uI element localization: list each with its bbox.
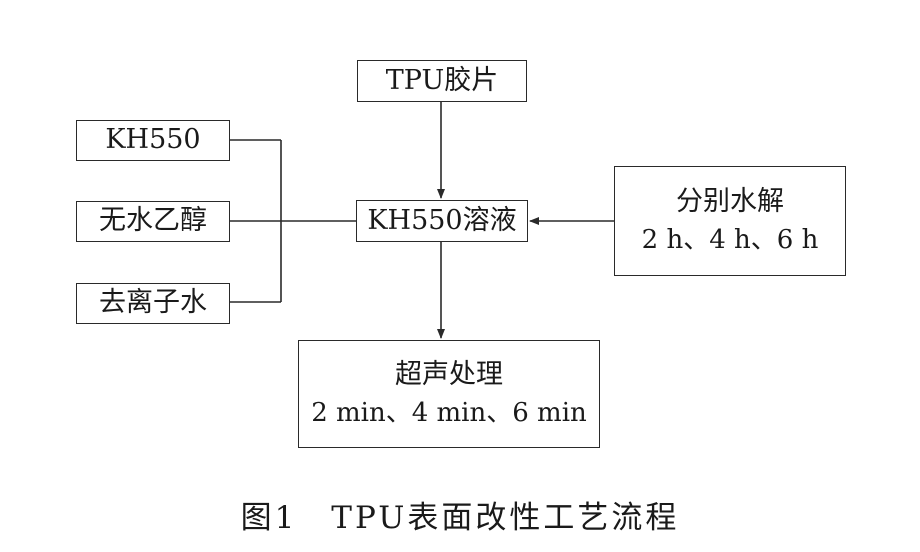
ethanol-label: 无水乙醇 (99, 205, 207, 237)
kh550-solution-box: KH550溶液 (356, 200, 528, 242)
tpu-film-box: TPU胶片 (357, 60, 527, 102)
ultrasonic-times: 2 min、4 min、6 min (311, 397, 587, 428)
hydrolysis-times: 2 h、4 h、6 h (641, 224, 819, 255)
ultrasonic-box: 超声处理 2 min、4 min、6 min (298, 340, 600, 448)
ethanol-box: 无水乙醇 (76, 201, 230, 242)
ultrasonic-title: 超声处理 (395, 359, 503, 391)
tpu-film-label: TPU胶片 (385, 64, 499, 96)
hydrolysis-title: 分别水解 (676, 186, 784, 218)
hydrolysis-box: 分别水解 2 h、4 h、6 h (614, 166, 846, 276)
water-box: 去离子水 (76, 283, 230, 324)
kh550-solution-label: KH550溶液 (367, 204, 517, 236)
kh550-box: KH550 (76, 120, 230, 161)
kh550-label: KH550 (105, 124, 201, 156)
figure-caption: 图1 TPU表面改性工艺流程 (240, 500, 680, 536)
water-label: 去离子水 (99, 287, 207, 319)
